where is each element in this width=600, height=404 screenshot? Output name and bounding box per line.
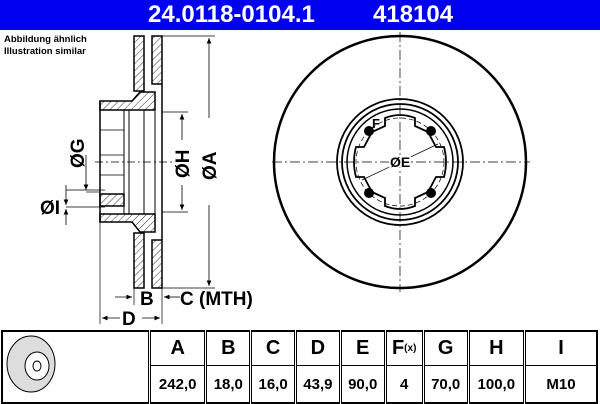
header-a: A — [147, 330, 207, 366]
technical-drawing: ØA ØH ØG ØI B C (MTH) D F ØE — [40, 32, 530, 330]
value-f: 4 — [383, 365, 424, 404]
header-f-letter: F — [391, 337, 405, 359]
header-d: D — [294, 330, 341, 366]
note-en: Illustration similar — [4, 46, 86, 57]
title-bar: 24.0118-0104.1 418104 — [0, 0, 600, 30]
value-h: 100,0 — [466, 365, 526, 404]
header-i: I — [523, 330, 598, 366]
header-g: G — [421, 330, 469, 366]
side-view — [63, 35, 215, 324]
label-e: ØE — [390, 154, 410, 170]
value-d: 43,9 — [294, 365, 341, 404]
label-a: ØA — [200, 151, 221, 180]
note-de: Abbildung ähnlich — [4, 34, 87, 45]
label-f: F — [372, 116, 380, 131]
part-number: 24.0118-0104.1 — [148, 1, 315, 28]
label-d: D — [122, 309, 136, 330]
header-f-suffix: (x) — [404, 343, 417, 355]
dimensions-table: A B C D E F(x) G H I 242,0 18,0 16,0 43,… — [1, 330, 598, 404]
brake-disc-icon — [6, 335, 56, 393]
front-view — [272, 32, 530, 292]
header-c: C — [249, 330, 296, 366]
value-g: 70,0 — [421, 365, 469, 404]
label-h: ØH — [173, 150, 194, 179]
value-i: M10 — [523, 365, 598, 404]
label-i: ØI — [40, 198, 60, 219]
header-e: E — [338, 330, 386, 366]
value-a: 242,0 — [147, 365, 207, 404]
value-c: 16,0 — [249, 365, 296, 404]
header-h: H — [466, 330, 526, 366]
value-b: 18,0 — [204, 365, 252, 404]
header-b: B — [204, 330, 252, 366]
disc-thumbnail — [2, 330, 150, 404]
illustration-note: Abbildung ähnlich Illustration similar — [4, 34, 87, 58]
header-f: F(x) — [383, 330, 424, 366]
label-c: C (MTH) — [180, 289, 253, 310]
reference-number: 418104 — [373, 1, 454, 28]
label-b: B — [140, 289, 154, 310]
label-g: ØG — [68, 138, 89, 168]
value-e: 90,0 — [338, 365, 386, 404]
